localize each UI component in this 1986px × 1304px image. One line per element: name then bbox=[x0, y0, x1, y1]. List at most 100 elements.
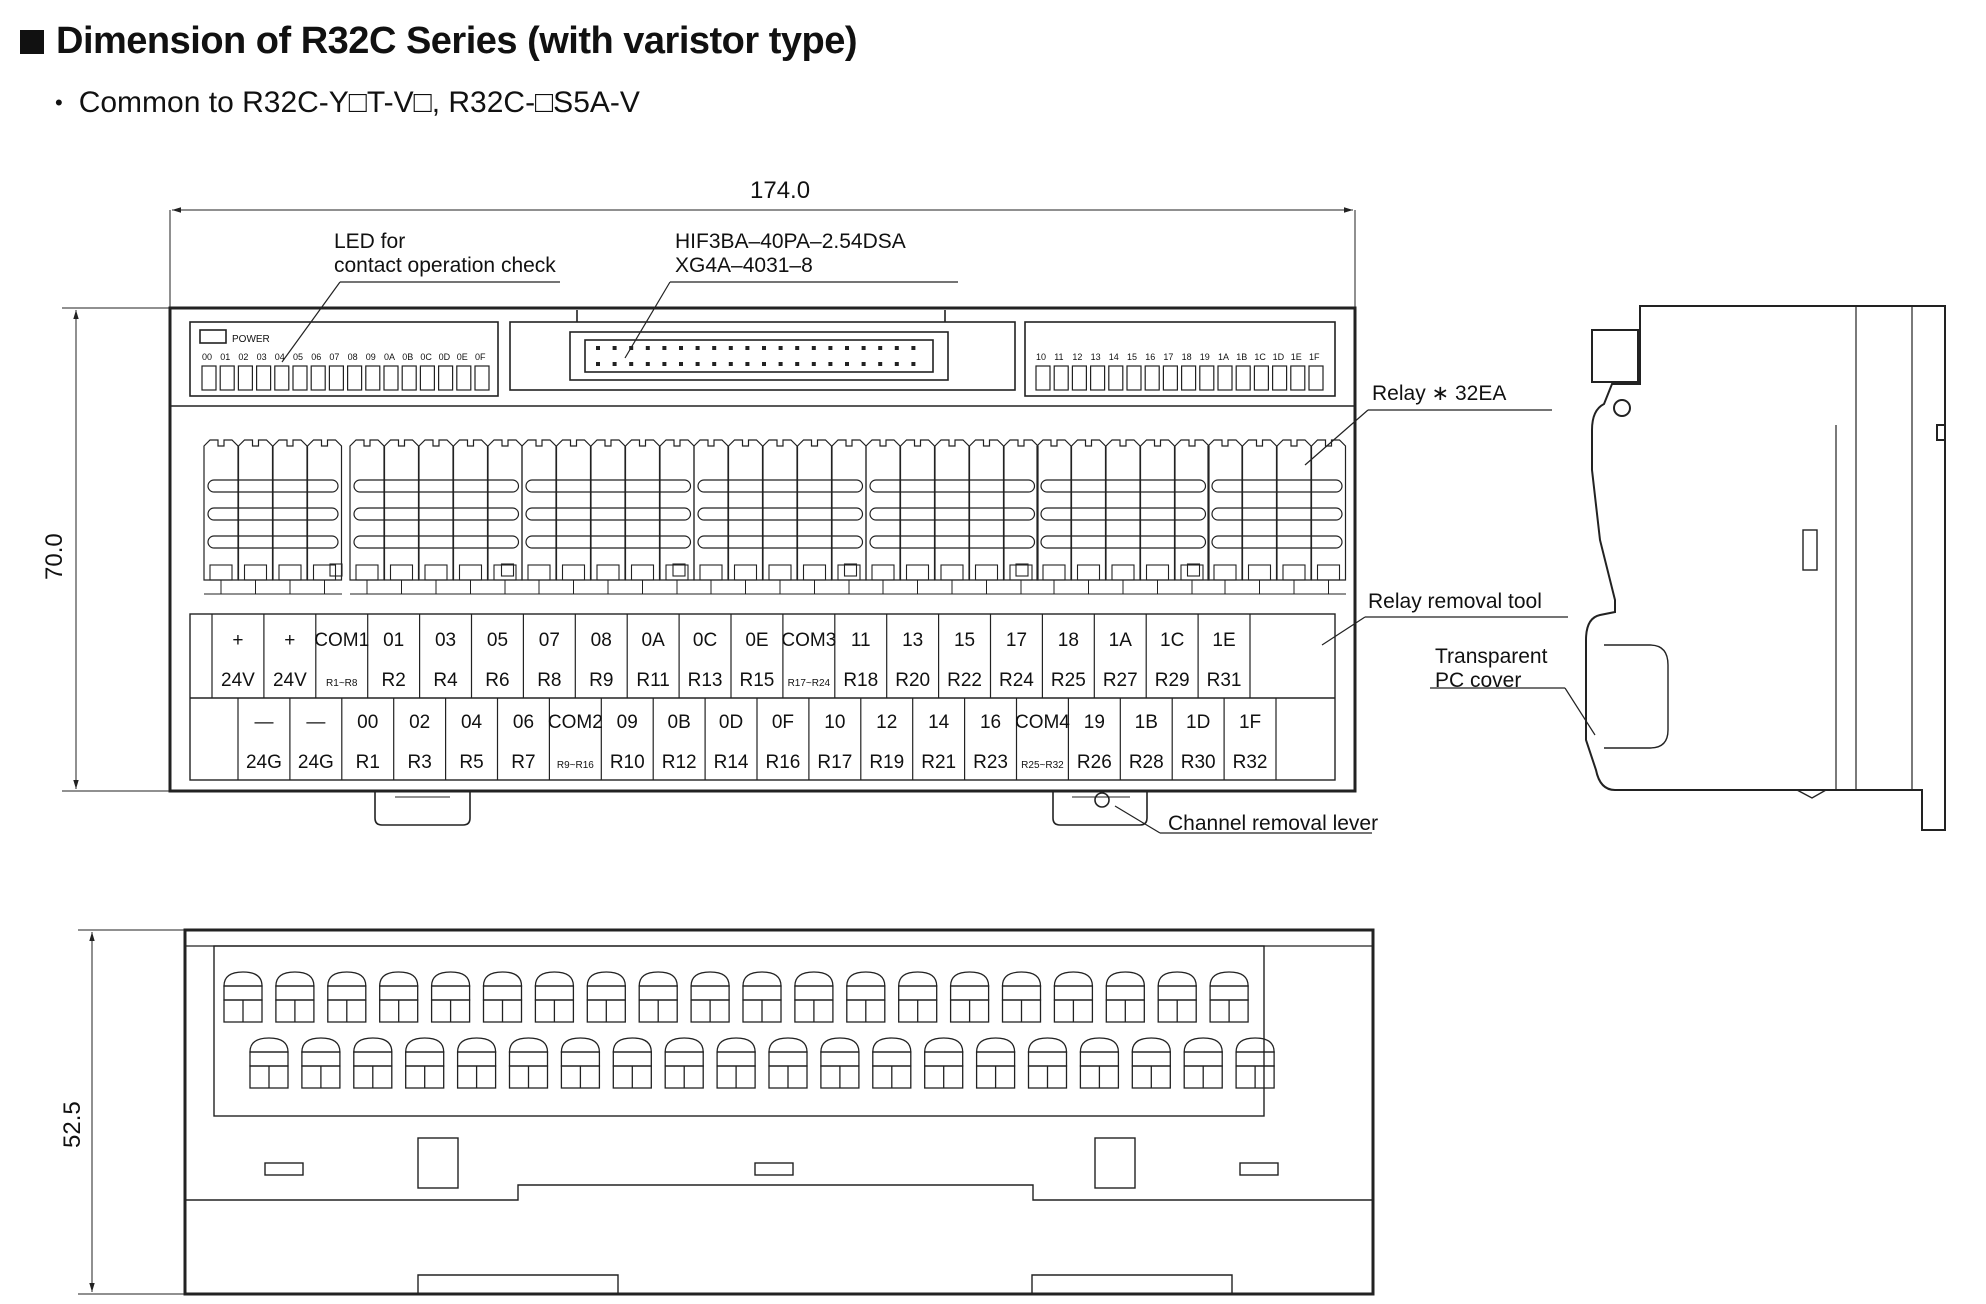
led-indicator bbox=[274, 365, 290, 391]
terminal-id: 15 bbox=[954, 630, 975, 651]
terminal-relay: R32 bbox=[1233, 752, 1268, 773]
terminal-relay: R28 bbox=[1129, 752, 1164, 773]
terminal-relay: R26 bbox=[1077, 752, 1112, 773]
led-label: 0D bbox=[439, 352, 451, 362]
led-indicator bbox=[1126, 365, 1142, 391]
led-indicator bbox=[1071, 365, 1088, 391]
led-indicator bbox=[1053, 365, 1069, 391]
terminal-id: 0B bbox=[668, 712, 691, 733]
terminal-id: 11 bbox=[851, 630, 871, 651]
side-connector bbox=[1591, 329, 1639, 383]
relay-callout: Relay ∗ 32EA bbox=[1372, 382, 1506, 405]
led-indicator bbox=[292, 365, 308, 391]
terminal-relay: R22 bbox=[947, 670, 982, 691]
power-led bbox=[199, 329, 227, 344]
top-view bbox=[183, 928, 1375, 1296]
relay bbox=[1276, 439, 1312, 581]
led-indicator bbox=[1108, 365, 1124, 391]
led-label: 1D bbox=[1273, 352, 1285, 362]
terminal-id: + bbox=[284, 630, 295, 651]
terminal-relay: R15 bbox=[740, 670, 775, 691]
led-label: 0C bbox=[420, 352, 432, 362]
led-indicator bbox=[1199, 365, 1215, 391]
din-clip-right bbox=[1052, 791, 1148, 826]
relay bbox=[1105, 439, 1141, 581]
terminal-id: 02 bbox=[409, 712, 430, 733]
terminal-strip bbox=[213, 945, 1265, 1117]
terminal-id: 09 bbox=[617, 712, 638, 733]
led-label: 18 bbox=[1182, 352, 1192, 362]
led-label: 00 bbox=[202, 352, 212, 362]
led-indicator bbox=[328, 365, 344, 391]
led-label: 19 bbox=[1200, 352, 1210, 362]
terminal-relay: R14 bbox=[714, 752, 749, 773]
subtitle-text: Common to R32C-Y□T-V□, R32C-□S5A-V bbox=[78, 86, 640, 119]
relay bbox=[1139, 439, 1176, 581]
led-label: 0A bbox=[384, 352, 395, 362]
led-indicator bbox=[1308, 365, 1324, 391]
led-label: 06 bbox=[311, 352, 321, 362]
relay bbox=[796, 439, 833, 581]
led-label: 1B bbox=[1236, 352, 1247, 362]
led-indicator bbox=[219, 365, 235, 391]
top-latch-right bbox=[1094, 1137, 1136, 1189]
terminal-id: 1B bbox=[1135, 712, 1158, 733]
terminal-relay: R12 bbox=[662, 752, 697, 773]
terminal-relay: R25~R32 bbox=[1021, 760, 1064, 771]
power-label: POWER bbox=[232, 334, 270, 345]
terminal-id: COM2 bbox=[548, 712, 603, 733]
terminal-relay: R25 bbox=[1051, 670, 1086, 691]
led-indicator bbox=[419, 365, 435, 391]
led-label: 1E bbox=[1291, 352, 1302, 362]
led-label: 0B bbox=[402, 352, 413, 362]
led-indicator bbox=[310, 365, 326, 391]
relay bbox=[272, 439, 308, 581]
led-indicator bbox=[365, 365, 381, 391]
terminal-relay: R18 bbox=[843, 670, 878, 691]
terminal-id: 0F bbox=[772, 712, 794, 733]
terminal-relay: R29 bbox=[1155, 670, 1190, 691]
callouts: LED for contact operation check HIF3BA–4… bbox=[281, 230, 1596, 835]
terminal-id: COM4 bbox=[1015, 712, 1070, 733]
terminal-id: 14 bbox=[928, 712, 950, 733]
side-outline bbox=[1585, 305, 1946, 831]
terminal-relay: R6 bbox=[485, 670, 509, 691]
led-indicator bbox=[256, 365, 272, 391]
terminal-id: 18 bbox=[1058, 630, 1079, 651]
terminal-relay: R5 bbox=[459, 752, 483, 773]
led-indicator bbox=[201, 365, 217, 391]
terminal-id: 12 bbox=[876, 712, 897, 733]
width-dimension: 174.0 bbox=[750, 177, 810, 204]
terminal-relay: R17 bbox=[817, 752, 852, 773]
relay bbox=[237, 439, 274, 581]
terminal-relay: R9~R16 bbox=[557, 760, 594, 771]
side-window bbox=[1802, 529, 1818, 571]
led-indicator bbox=[1089, 365, 1106, 391]
relay bbox=[762, 439, 798, 581]
relay bbox=[418, 439, 454, 581]
led-indicator bbox=[1271, 365, 1288, 391]
terminal-id: 1A bbox=[1109, 630, 1133, 651]
terminal-relay: R20 bbox=[895, 670, 930, 691]
led-label: 02 bbox=[238, 352, 248, 362]
terminal-id: + bbox=[232, 630, 243, 651]
led-indicator bbox=[401, 365, 417, 391]
terminal-id: 13 bbox=[902, 630, 923, 651]
relay bbox=[727, 439, 764, 581]
terminal-id: 04 bbox=[461, 712, 483, 733]
led-indicator bbox=[1144, 365, 1160, 391]
led-label: 11 bbox=[1054, 352, 1063, 362]
led-label: 13 bbox=[1091, 352, 1101, 362]
led-label: 1F bbox=[1309, 352, 1320, 362]
depth-dimension: 52.5 bbox=[59, 1101, 86, 1148]
terminal-id: — bbox=[254, 712, 273, 733]
din-clip-left bbox=[374, 791, 471, 826]
terminal-id: 0E bbox=[745, 630, 768, 651]
terminal-relay: R1~R8 bbox=[326, 678, 358, 689]
channel-removal-lever bbox=[1094, 792, 1110, 808]
led-callout-line2: contact operation check bbox=[334, 254, 556, 277]
pc-cover-callout-line2: PC cover bbox=[1435, 669, 1521, 692]
